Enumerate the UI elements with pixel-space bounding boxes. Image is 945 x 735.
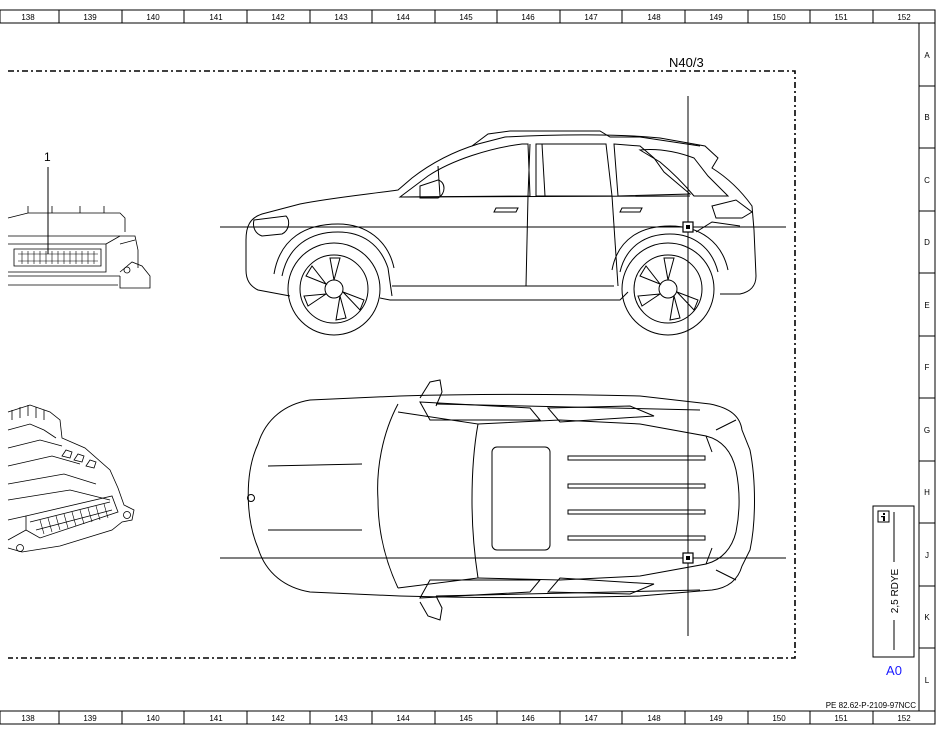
control-unit-illustration xyxy=(7,206,151,289)
mount-point-marker xyxy=(682,552,694,564)
component-boundary xyxy=(8,70,796,659)
row-label: J xyxy=(925,551,929,560)
row-label: B xyxy=(924,113,929,122)
callout-number: 1 xyxy=(44,150,51,164)
column-label: 150 xyxy=(772,714,786,723)
column-label: 151 xyxy=(834,714,848,723)
top-column-ruler: 138 139 140 141 142 143 144 145 146 147 … xyxy=(0,9,936,24)
info-icon[interactable] xyxy=(877,510,890,523)
column-label: 149 xyxy=(709,714,723,723)
column-label: 152 xyxy=(897,714,911,723)
column-label: 139 xyxy=(83,714,97,723)
row-label: E xyxy=(924,301,929,310)
row-label: D xyxy=(924,238,930,247)
row-label: C xyxy=(924,176,930,185)
document-id: PE 82.62-P-2109-97NCC xyxy=(826,701,916,710)
row-label: G xyxy=(924,426,930,435)
reference-crosshairs xyxy=(220,96,786,636)
column-label: 138 xyxy=(21,714,35,723)
column-label: 146 xyxy=(521,13,535,22)
column-label: 143 xyxy=(334,714,348,723)
column-label: 150 xyxy=(772,13,786,22)
column-label: 145 xyxy=(459,13,473,22)
control-unit-iso-illustration xyxy=(7,404,135,553)
column-label: 152 xyxy=(897,13,911,22)
column-label: 139 xyxy=(83,13,97,22)
mount-point-marker xyxy=(682,221,694,233)
row-label: L xyxy=(925,676,930,685)
row-label: H xyxy=(924,488,930,497)
right-row-ruler: A B C D E F G H J K L xyxy=(918,22,936,712)
column-label: 144 xyxy=(396,13,410,22)
column-label: 149 xyxy=(709,13,723,22)
column-label: 141 xyxy=(209,13,223,22)
row-label: F xyxy=(925,363,930,372)
column-label: 148 xyxy=(647,714,661,723)
column-label: 151 xyxy=(834,13,848,22)
column-label: 146 xyxy=(521,714,535,723)
column-label: 141 xyxy=(209,714,223,723)
bottom-column-ruler: 138 139 140 141 142 143 144 145 146 147 … xyxy=(0,710,936,725)
column-label: 140 xyxy=(146,13,160,22)
connector-box[interactable]: 2,5 RDYE xyxy=(872,505,915,658)
column-label: 147 xyxy=(584,13,598,22)
column-label: 142 xyxy=(271,714,285,723)
row-label: A xyxy=(924,51,930,60)
column-label: 145 xyxy=(459,714,473,723)
vehicle-top-view xyxy=(247,379,755,621)
column-label: 148 xyxy=(647,13,661,22)
column-label: 144 xyxy=(396,714,410,723)
column-label: 147 xyxy=(584,714,598,723)
vehicle-side-view xyxy=(245,130,757,336)
component-label: N40/3 xyxy=(669,55,704,70)
row-label: K xyxy=(924,613,930,622)
wire-label: 2,5 RDYE xyxy=(890,568,901,613)
location-code[interactable]: A0 xyxy=(886,663,902,678)
column-label: 140 xyxy=(146,714,160,723)
column-label: 138 xyxy=(21,13,35,22)
column-label: 142 xyxy=(271,13,285,22)
column-label: 143 xyxy=(334,13,348,22)
